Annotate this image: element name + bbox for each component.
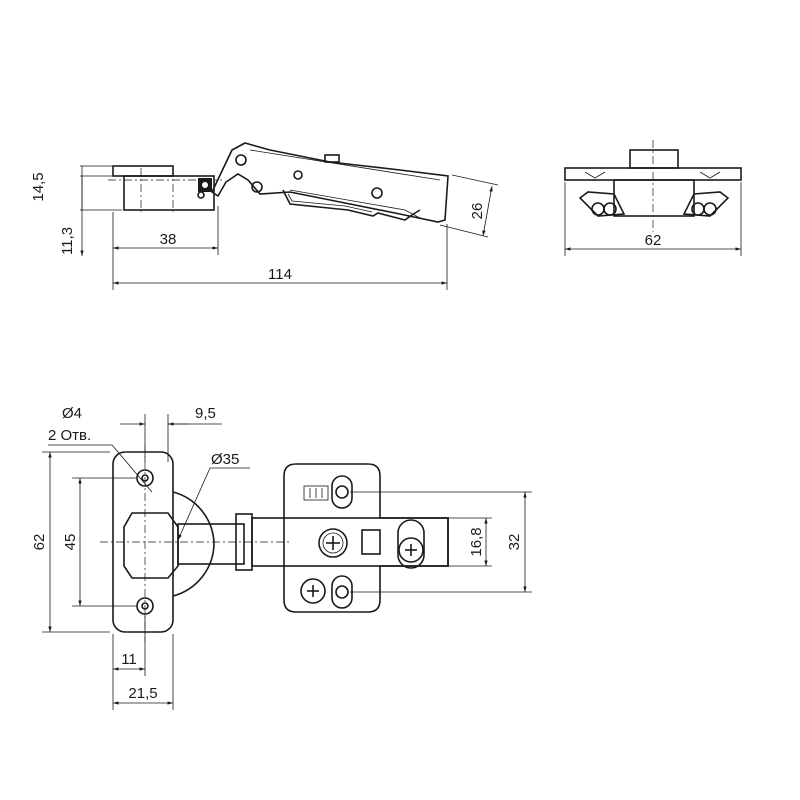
dim-h-bottom: 11,3 (59, 227, 76, 255)
dim-plate-width: 21,5 (128, 685, 157, 702)
dim-end-width: 62 (645, 232, 662, 249)
hinge-arm (210, 142, 449, 223)
dim-w-total: 114 (268, 266, 292, 283)
side-view: 14,5 11,3 38 114 26 (30, 142, 499, 290)
slot-right (397, 519, 425, 569)
arm-pivot-mid (251, 181, 263, 193)
end-clip-left (578, 191, 626, 217)
screw-lower (300, 578, 326, 604)
slot-bottom (331, 575, 353, 609)
screw-main (318, 528, 348, 558)
dim-arm-height: 26 (469, 203, 486, 220)
end-cup (629, 149, 679, 169)
label-cup-dia: Ø35 (211, 451, 239, 468)
slot-top (331, 475, 353, 509)
arm-neck (177, 523, 245, 565)
arm-pivot-top (235, 154, 247, 166)
dim-offset: 9,5 (195, 405, 216, 422)
plan-view: Ø4 2 Отв. 9,5 Ø35 62 45 11 21,5 (31, 405, 532, 710)
dim-slot-spacing: 16,8 (468, 527, 485, 556)
mount-plate (283, 463, 449, 613)
cup-outline (172, 491, 215, 597)
screw-right (398, 537, 424, 563)
label-hole-dia: Ø4 (62, 405, 82, 422)
cup-flange (112, 165, 174, 177)
end-clip-right (682, 191, 730, 217)
mount-marks (303, 485, 329, 501)
dim-hole-spacing: 45 (62, 534, 79, 551)
end-view: 62 (564, 140, 742, 256)
cup-body-plan (123, 512, 179, 579)
arm-pivot-right (371, 187, 383, 199)
dim-hole-x: 11 (121, 651, 137, 668)
cup-rivet (197, 191, 205, 199)
dim-mount-spacing: 32 (506, 534, 523, 551)
dim-h-top: 14,5 (30, 172, 47, 201)
dim-height-total: 62 (31, 534, 48, 551)
square-boss (361, 529, 381, 555)
arm-latch (324, 154, 340, 163)
label-hole-count: 2 Отв. (48, 427, 91, 444)
mounting-plate (282, 189, 421, 221)
dim-w-cup: 38 (160, 231, 177, 248)
